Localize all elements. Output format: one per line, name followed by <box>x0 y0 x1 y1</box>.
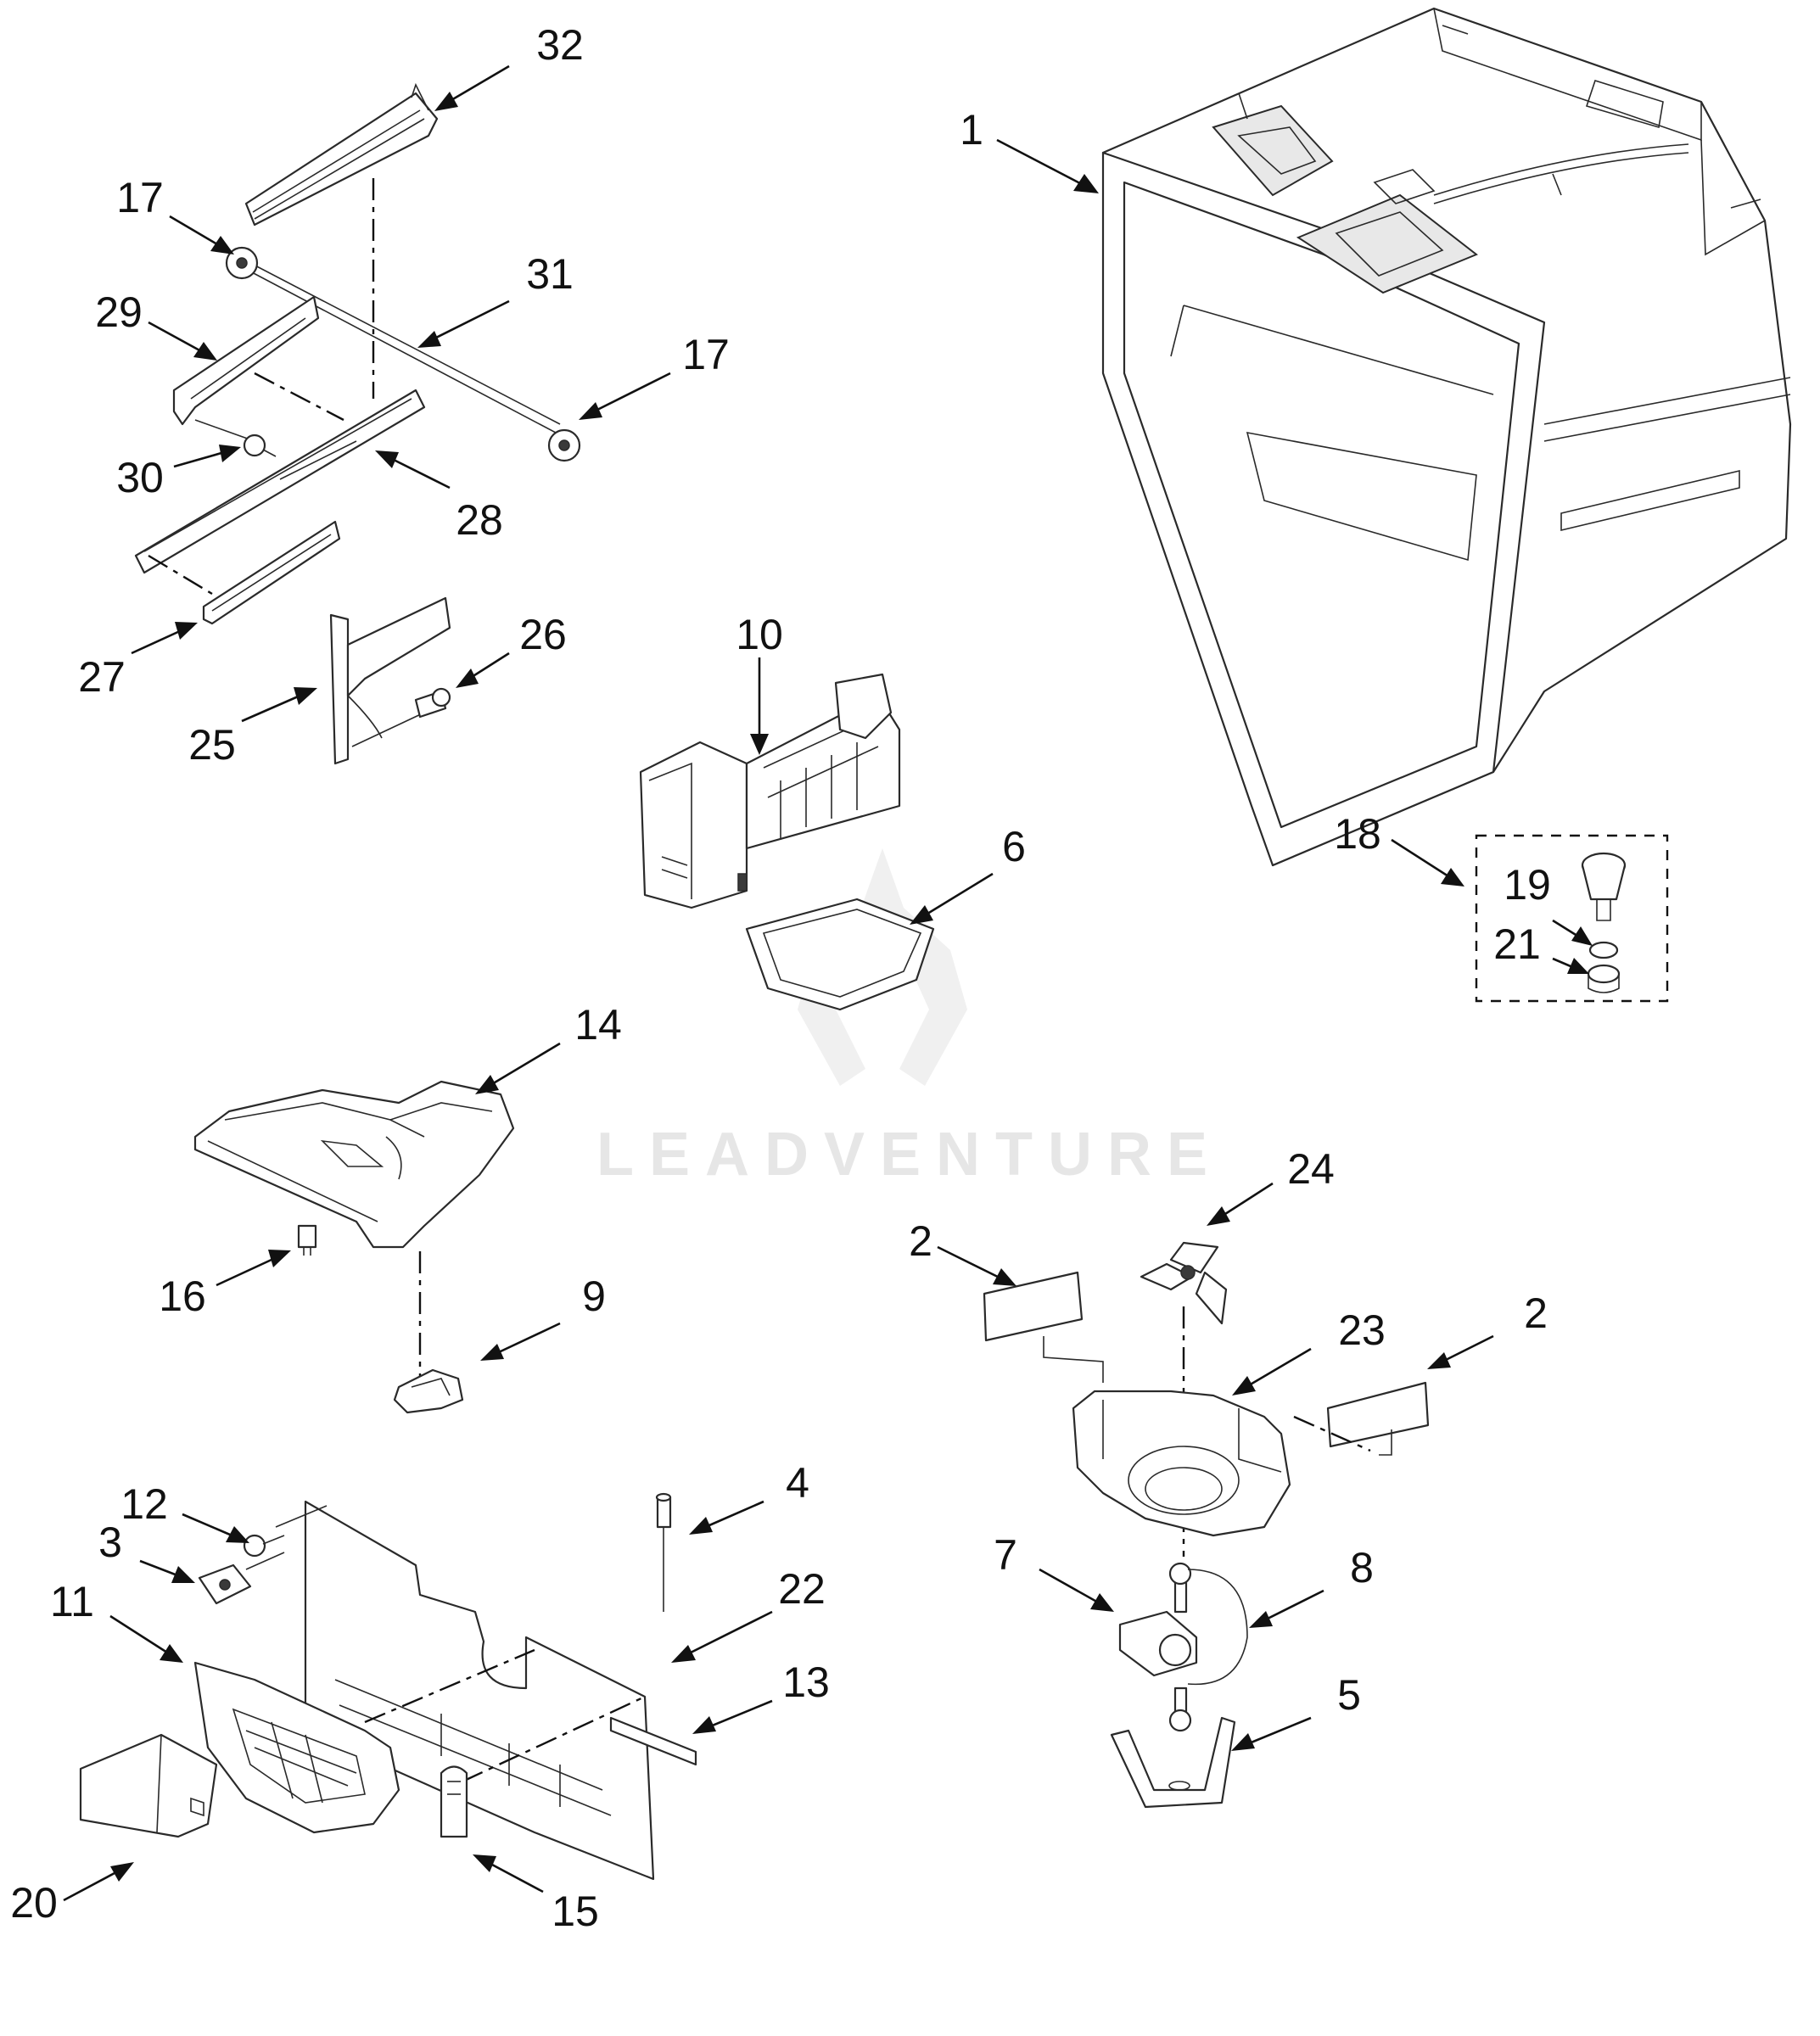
callout-7: 20 <box>10 1879 58 1927</box>
part-14-dispenser-housing <box>193 1080 515 1249</box>
part-18-kit-box <box>1475 834 1669 1003</box>
callout-14: 14 <box>574 1001 622 1049</box>
callout-27: 27 <box>78 653 126 701</box>
part-17-gear-left <box>225 246 259 280</box>
part-28-slide-rail <box>134 389 426 574</box>
part-17-gear-right <box>547 428 581 462</box>
part-16-switch <box>297 1224 317 1256</box>
callout-16: 16 <box>159 1272 206 1320</box>
callout-25: 25 <box>188 721 236 769</box>
callout-26: 26 <box>519 611 567 658</box>
part-6-tray <box>745 898 935 1011</box>
part-20-strip <box>609 1716 697 1766</box>
callout-8: 15 <box>552 1888 599 1935</box>
part-22-grille <box>193 1661 400 1834</box>
part-9-cam <box>393 1368 464 1414</box>
callout-2b: 2 <box>1524 1289 1548 1337</box>
callout-20: 13 <box>782 1658 830 1706</box>
callout-4: 4 <box>786 1459 809 1507</box>
part-10-ice-maker <box>639 673 901 909</box>
callout-5: 7 <box>994 1531 1017 1579</box>
callout-17b: 17 <box>682 331 730 378</box>
part-8-clip <box>440 1765 468 1838</box>
callout-19: 19 <box>1504 861 1551 909</box>
callout-11: 22 <box>778 1565 826 1613</box>
part-11-duct-panel <box>304 1500 655 1881</box>
part-18-valve <box>1581 852 1627 921</box>
part-13-wire-harness <box>1187 1569 1248 1686</box>
callout-18: 18 <box>1334 810 1381 858</box>
part-31-shaft <box>249 262 561 433</box>
callout-24: 24 <box>1287 1145 1335 1193</box>
callout-10: 10 <box>736 611 783 658</box>
part-15-motor-bracket <box>1110 1716 1236 1809</box>
callout-29: 29 <box>95 288 143 336</box>
part-5-fan-motor <box>1118 1562 1198 1732</box>
part-23-fan-shroud <box>1072 1390 1291 1537</box>
callout-13: 8 <box>1350 1544 1374 1591</box>
part-24-fan-blade <box>1140 1241 1228 1325</box>
callout-23: 23 <box>1338 1306 1386 1354</box>
callout-12: 12 <box>120 1480 168 1528</box>
part-25-support-bracket <box>329 596 451 765</box>
callout-30: 30 <box>116 454 164 501</box>
part-2-pad-left <box>983 1271 1084 1342</box>
part-1-freezer-cabinet <box>1101 7 1792 867</box>
part-3-damper <box>198 1563 252 1605</box>
callout-21: 21 <box>1493 920 1541 968</box>
callout-32: 32 <box>536 21 584 69</box>
callout-2a: 2 <box>909 1217 932 1265</box>
callout-22: 11 <box>50 1578 94 1625</box>
part-29-bracket <box>172 295 320 426</box>
callout-28: 28 <box>456 496 503 544</box>
callout-1: 1 <box>960 106 983 154</box>
part-7-cover <box>79 1733 218 1838</box>
callout-31: 31 <box>526 250 574 298</box>
callout-17a: 17 <box>116 174 164 221</box>
callout-9: 9 <box>582 1272 606 1320</box>
part-32-rail <box>244 82 439 227</box>
callout-6: 6 <box>1002 823 1026 870</box>
callout-15: 5 <box>1337 1671 1361 1719</box>
part-2-pad-right <box>1326 1381 1430 1448</box>
part-19-o-ring <box>1588 941 1619 959</box>
callout-3: 3 <box>98 1519 122 1566</box>
part-30-screw <box>243 433 277 457</box>
part-12-screw <box>243 1534 285 1558</box>
part-26-screw <box>414 687 451 719</box>
part-4-sensor <box>655 1492 672 1612</box>
watermark-text: LEADVENTURE <box>596 1121 1223 1189</box>
part-21-washer <box>1587 964 1621 993</box>
part-27-bracket <box>202 520 341 625</box>
